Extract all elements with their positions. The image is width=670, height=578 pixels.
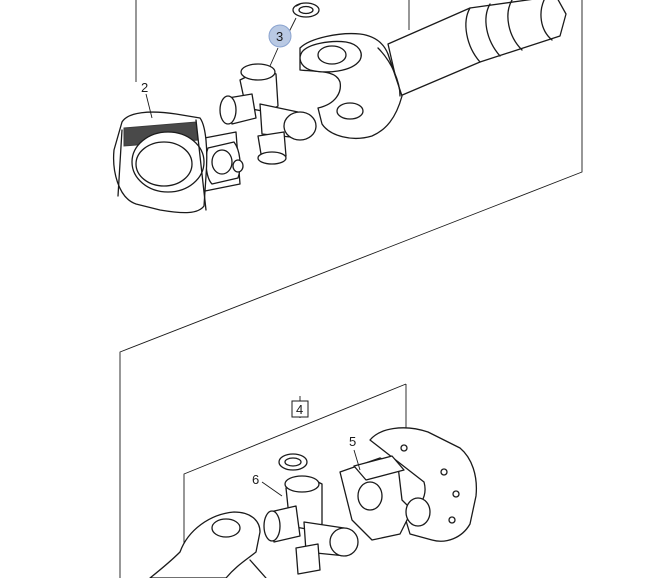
- leader-part-2: [145, 93, 153, 119]
- leader-part-5: [353, 449, 361, 471]
- universal-joint-spider-kit: [263, 475, 359, 575]
- callout-part-2: 2: [141, 80, 148, 95]
- snap-ring-kit: [278, 453, 308, 471]
- upper-frame: [119, 0, 583, 578]
- upper-assembly: 2 3: [112, 0, 583, 578]
- universal-joint-spider: [219, 63, 317, 165]
- flange-yoke-kit: [339, 427, 478, 542]
- snap-ring: [292, 2, 320, 18]
- shaft-yoke: [299, 32, 403, 139]
- callout-part-4: 4: [296, 402, 303, 417]
- callout-part-4-box: [291, 400, 309, 418]
- lower-assembly: 4: [149, 383, 478, 578]
- leader-part-6: [261, 481, 283, 497]
- companion-flange: [112, 111, 208, 214]
- propeller-shaft-tube: [387, 0, 567, 97]
- callout-part-3: 3: [276, 29, 283, 44]
- callout-part-3-highlight: [268, 24, 292, 48]
- leader-part-3-lower: [269, 47, 279, 67]
- callout-part-6: 6: [252, 472, 259, 487]
- shaft-yoke-kit: [149, 511, 267, 578]
- callout-part-5: 5: [349, 434, 356, 449]
